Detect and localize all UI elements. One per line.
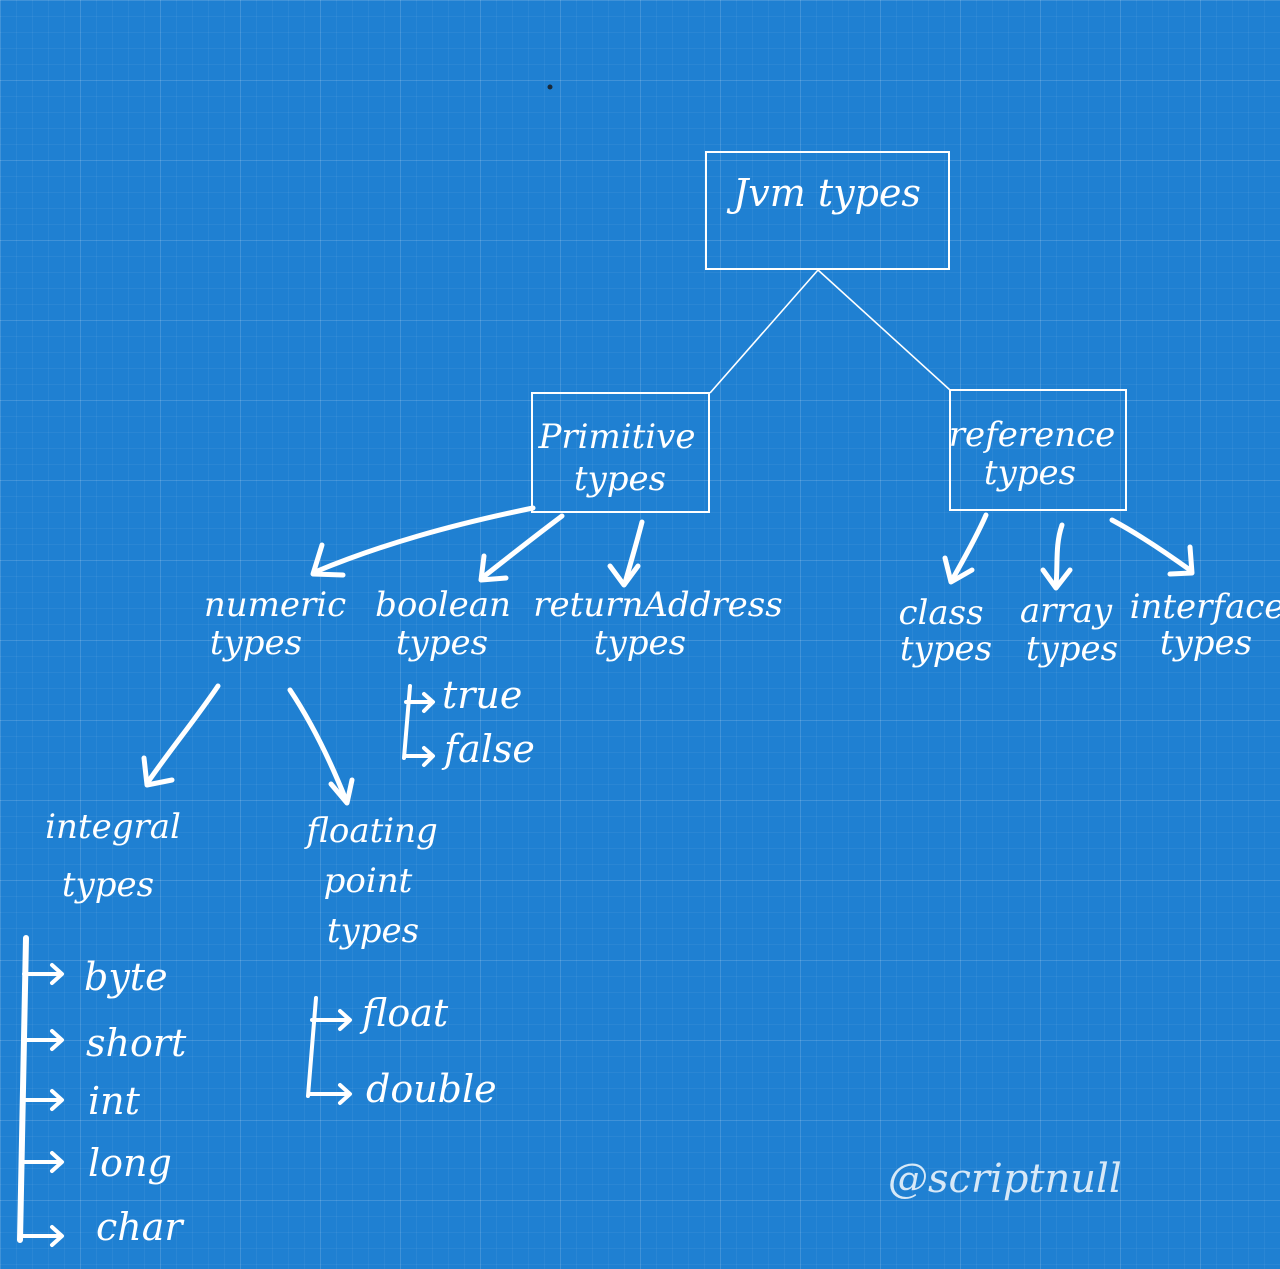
class-label: class [898, 593, 983, 633]
arrow-primitive-boolean [478, 513, 565, 583]
boolean-label: boolean [375, 585, 511, 625]
array-label: array [1020, 591, 1113, 631]
numeric-label: numeric [204, 585, 346, 625]
arrow-reference-array [1040, 522, 1073, 591]
interface-label-2: types [1160, 623, 1252, 663]
arrow-primitive-returnaddress [607, 519, 645, 588]
reference-label-2: types [984, 453, 1076, 493]
array-label-2: types [1026, 629, 1118, 669]
floating-values-bracket [306, 996, 352, 1105]
boolean-value-true: true [442, 673, 522, 717]
primitive-label-2: types [574, 459, 666, 499]
primitive-label: Primitive [538, 417, 696, 457]
integral-label-2: types [62, 865, 154, 905]
watermark-signature: @scriptnull [888, 1156, 1122, 1202]
integral-value-byte: byte [84, 955, 168, 999]
floating-value-double: double [366, 1067, 497, 1111]
connector-root-primitive [709, 269, 819, 394]
primitive-box [531, 392, 710, 513]
floating-label-3: types [327, 911, 419, 951]
arrow-numeric-floating [287, 687, 355, 806]
boolean-label-2: types [396, 623, 488, 663]
root-box [705, 151, 950, 270]
arrow-reference-interface [1109, 517, 1195, 577]
integral-value-int: int [88, 1079, 141, 1123]
integral-value-long: long [88, 1141, 172, 1185]
root-label: Jvm types [726, 171, 921, 215]
floating-value-float: float [359, 991, 449, 1035]
returnaddress-label-2: types [594, 623, 686, 663]
class-label-2: types [900, 629, 992, 669]
numeric-label-2: types [210, 623, 302, 663]
boolean-value-false: false [441, 727, 535, 771]
returnaddress-label: returnAddress [533, 585, 782, 625]
integral-value-char: char [96, 1205, 185, 1249]
arrow-numeric-integral [141, 683, 221, 788]
integral-values-bracket [17, 935, 64, 1247]
interface-label: interface [1130, 587, 1280, 627]
integral-value-short: short [86, 1021, 187, 1065]
arrow-reference-class [942, 512, 989, 585]
integral-label: integral [45, 807, 181, 847]
reference-box [949, 389, 1127, 511]
arrow-primitive-numeric [310, 505, 536, 578]
stray-dot [547, 84, 553, 90]
floating-label: floating [303, 811, 438, 851]
floating-label-2: point [324, 861, 413, 901]
connector-root-reference [817, 269, 951, 391]
reference-label: reference [949, 415, 1116, 455]
boolean-values-bracket [402, 684, 435, 767]
